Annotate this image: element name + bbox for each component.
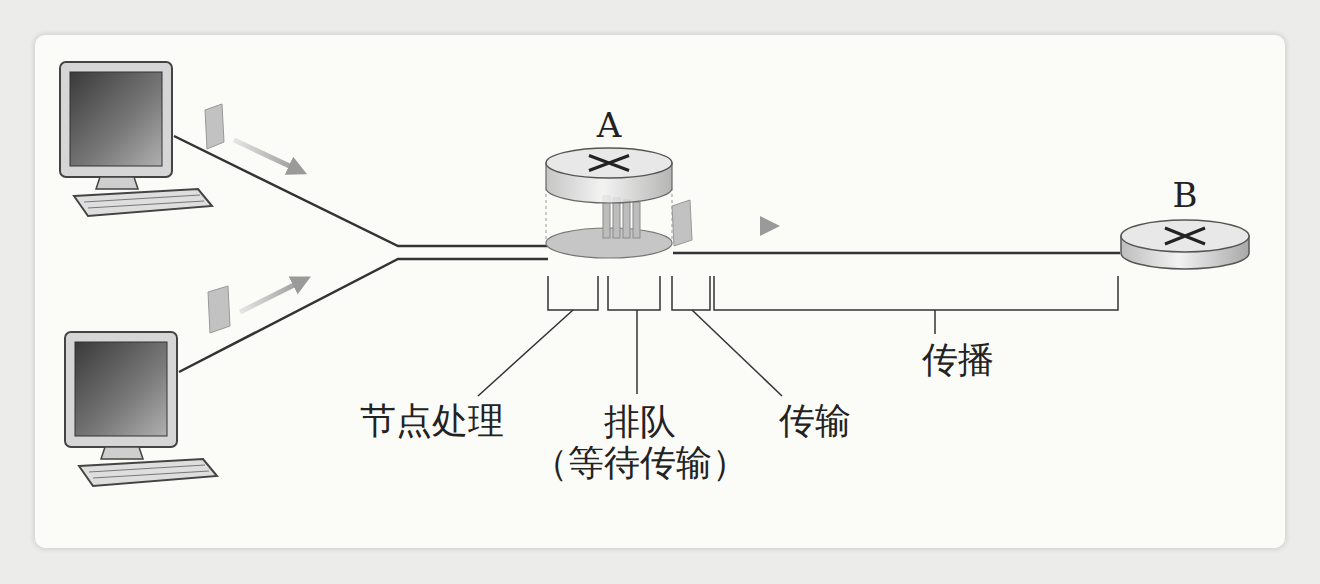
router-icon xyxy=(1121,220,1249,269)
router-icon xyxy=(546,148,672,258)
router-node: A xyxy=(545,108,673,260)
access-link xyxy=(174,136,548,372)
router-label: B xyxy=(1120,178,1250,214)
link-line xyxy=(673,252,1120,255)
router-node: B xyxy=(1120,178,1250,271)
router-label: A xyxy=(545,108,673,144)
leader-line xyxy=(478,310,935,396)
delay-bracket xyxy=(548,276,1118,310)
packet-icon xyxy=(205,104,770,333)
delay-label: 传输 xyxy=(779,400,851,441)
delay-label: 排队 （等待传输） xyxy=(514,401,766,484)
delay-label: 传播 xyxy=(922,339,994,380)
delay-label: 节点处理 xyxy=(360,400,504,441)
computer-icon xyxy=(60,62,212,216)
computer-icon xyxy=(65,332,217,486)
